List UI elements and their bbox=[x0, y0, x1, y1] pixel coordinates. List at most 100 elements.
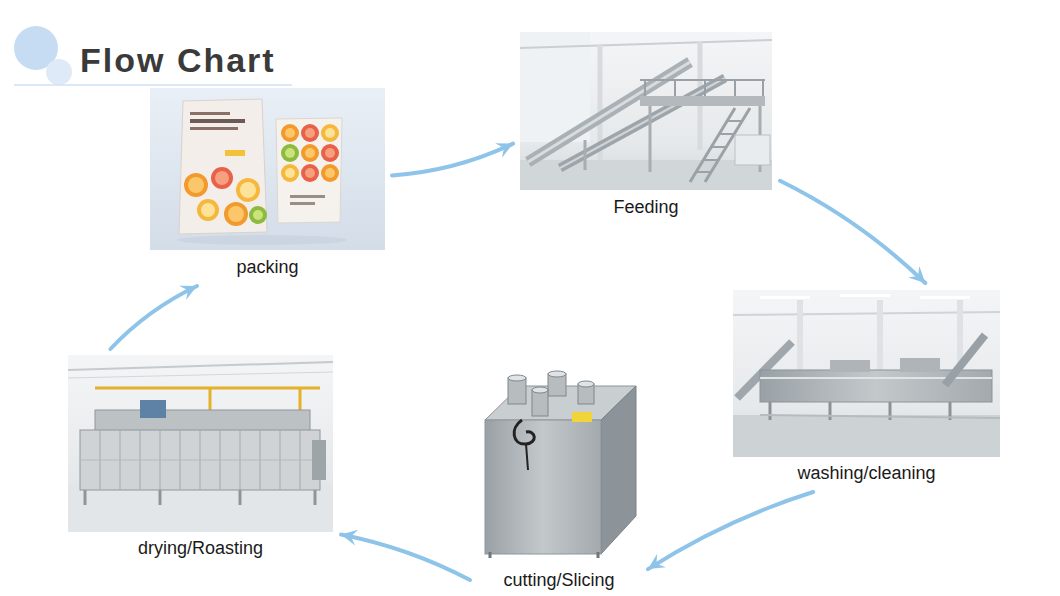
arrow-head bbox=[495, 143, 513, 157]
drying-oven-photo-part bbox=[80, 430, 320, 490]
title-decoration bbox=[14, 26, 292, 85]
washing-photo-part bbox=[760, 415, 1000, 418]
flow-arrow bbox=[392, 143, 513, 175]
drying-oven-photo-part bbox=[68, 355, 333, 532]
feeding-photo-part bbox=[703, 159, 718, 161]
washing-photo-part bbox=[733, 290, 1000, 457]
drying-oven-photo-part bbox=[95, 410, 310, 432]
cutting-machine-photo-part bbox=[526, 444, 528, 470]
packing-photo-part bbox=[188, 177, 204, 193]
packing-photo-part bbox=[228, 206, 244, 222]
packing-photo-part bbox=[301, 164, 319, 182]
feeding-photo-part bbox=[711, 146, 726, 148]
cutting-machine-photo-part bbox=[578, 381, 594, 387]
process-step: washing/cleaning bbox=[733, 290, 1000, 484]
cutting-machine-photo-part bbox=[489, 552, 492, 558]
packing-photo-part bbox=[276, 118, 342, 223]
chart-title: Flow Chart bbox=[80, 40, 276, 80]
feeding-photo-part bbox=[640, 96, 765, 106]
cutting-machine-photo-part bbox=[548, 371, 566, 377]
packing-photo-part bbox=[325, 168, 335, 178]
washing-photo-part bbox=[797, 300, 803, 380]
drying-oven-photo-part bbox=[95, 387, 320, 390]
packing-photo-part bbox=[184, 173, 208, 197]
flow-arrow bbox=[341, 530, 470, 580]
feeding-photo-part bbox=[520, 32, 772, 190]
packing-photo-part bbox=[281, 164, 299, 182]
feeding-photo-part bbox=[719, 133, 734, 135]
arrow-head bbox=[648, 554, 666, 569]
packing-photo-part bbox=[215, 171, 229, 185]
washing-photo-part bbox=[829, 402, 832, 420]
packing-photo-part bbox=[224, 202, 248, 226]
packing-photo-part bbox=[249, 206, 267, 224]
flow-arrow bbox=[648, 492, 813, 569]
title-decoration-part bbox=[46, 59, 72, 85]
feeding-photo-part bbox=[727, 120, 742, 122]
washing-photo-part bbox=[900, 358, 940, 372]
drying-oven-photo-part bbox=[314, 490, 317, 505]
process-step: drying/Roasting bbox=[68, 355, 333, 559]
packing-photo-part bbox=[281, 144, 299, 162]
flow-arrow bbox=[110, 286, 197, 349]
packing-photo-part bbox=[177, 235, 347, 245]
feeding-photo-part bbox=[704, 80, 706, 96]
feeding-photo-part bbox=[640, 79, 765, 81]
drying-oven-photo-part bbox=[84, 490, 87, 505]
feeding-photo-part bbox=[644, 80, 646, 96]
feeding-photo bbox=[520, 32, 772, 190]
washing-photo-part bbox=[840, 294, 890, 297]
drying-oven-photo-part bbox=[68, 362, 333, 370]
feeding-photo-part bbox=[734, 80, 736, 96]
drying-oven-photo bbox=[68, 355, 333, 532]
cutting-machine-photo-part bbox=[532, 390, 548, 416]
drying-oven-photo-part bbox=[80, 460, 320, 461]
arrow-line bbox=[110, 286, 197, 349]
cutting-machine-photo-part bbox=[485, 420, 601, 554]
cutting-machine-photo-part bbox=[572, 412, 592, 422]
washing-photo-part bbox=[769, 402, 772, 420]
washing-photo-part bbox=[733, 415, 1000, 457]
packing-photo-part bbox=[325, 148, 335, 158]
feeding-photo-part bbox=[520, 40, 772, 48]
packing-photo-part bbox=[321, 124, 339, 142]
step-label: drying/Roasting bbox=[68, 537, 333, 559]
feeding-photo-part bbox=[735, 135, 770, 165]
flow-arrow bbox=[780, 181, 925, 283]
drying-oven-photo-part bbox=[209, 388, 212, 410]
feeding-photo-part bbox=[584, 140, 587, 170]
drying-oven-photo-part bbox=[312, 440, 326, 480]
packing-photo-part bbox=[290, 202, 315, 205]
process-step: Feeding bbox=[520, 32, 772, 218]
feeding-photo-part bbox=[762, 80, 764, 96]
cutting-machine-photo-part bbox=[508, 378, 526, 404]
washing-photo-part bbox=[877, 300, 883, 375]
packing-photo-part bbox=[179, 99, 267, 234]
cutting-machine-photo bbox=[485, 371, 636, 558]
step-label: Feeding bbox=[520, 196, 772, 218]
process-step: packing bbox=[150, 88, 385, 278]
process-step: cutting/Slicing bbox=[478, 372, 640, 591]
packing-photo-part bbox=[197, 199, 219, 221]
packing-photo-part bbox=[281, 124, 299, 142]
packing-photo-part bbox=[321, 164, 339, 182]
feeding-photo-part bbox=[674, 80, 676, 96]
title-decoration-part bbox=[14, 84, 292, 86]
packing-photo-part bbox=[190, 112, 230, 115]
cutting-machine-photo-part bbox=[532, 387, 548, 393]
packing-photo-part bbox=[285, 148, 295, 158]
feeding-photo-part bbox=[695, 171, 710, 173]
step-label: washing/cleaning bbox=[733, 462, 1000, 484]
drying-oven-photo-part bbox=[159, 490, 162, 505]
washing-photo-part bbox=[830, 360, 870, 372]
packing-photo-part bbox=[305, 168, 315, 178]
packing-photo-part bbox=[290, 195, 325, 198]
packing-photo-part bbox=[305, 128, 315, 138]
packing-photo-part bbox=[236, 178, 260, 202]
packing-photo bbox=[150, 88, 385, 250]
drying-oven-photo-part bbox=[68, 372, 333, 378]
arrow-line bbox=[341, 535, 470, 581]
